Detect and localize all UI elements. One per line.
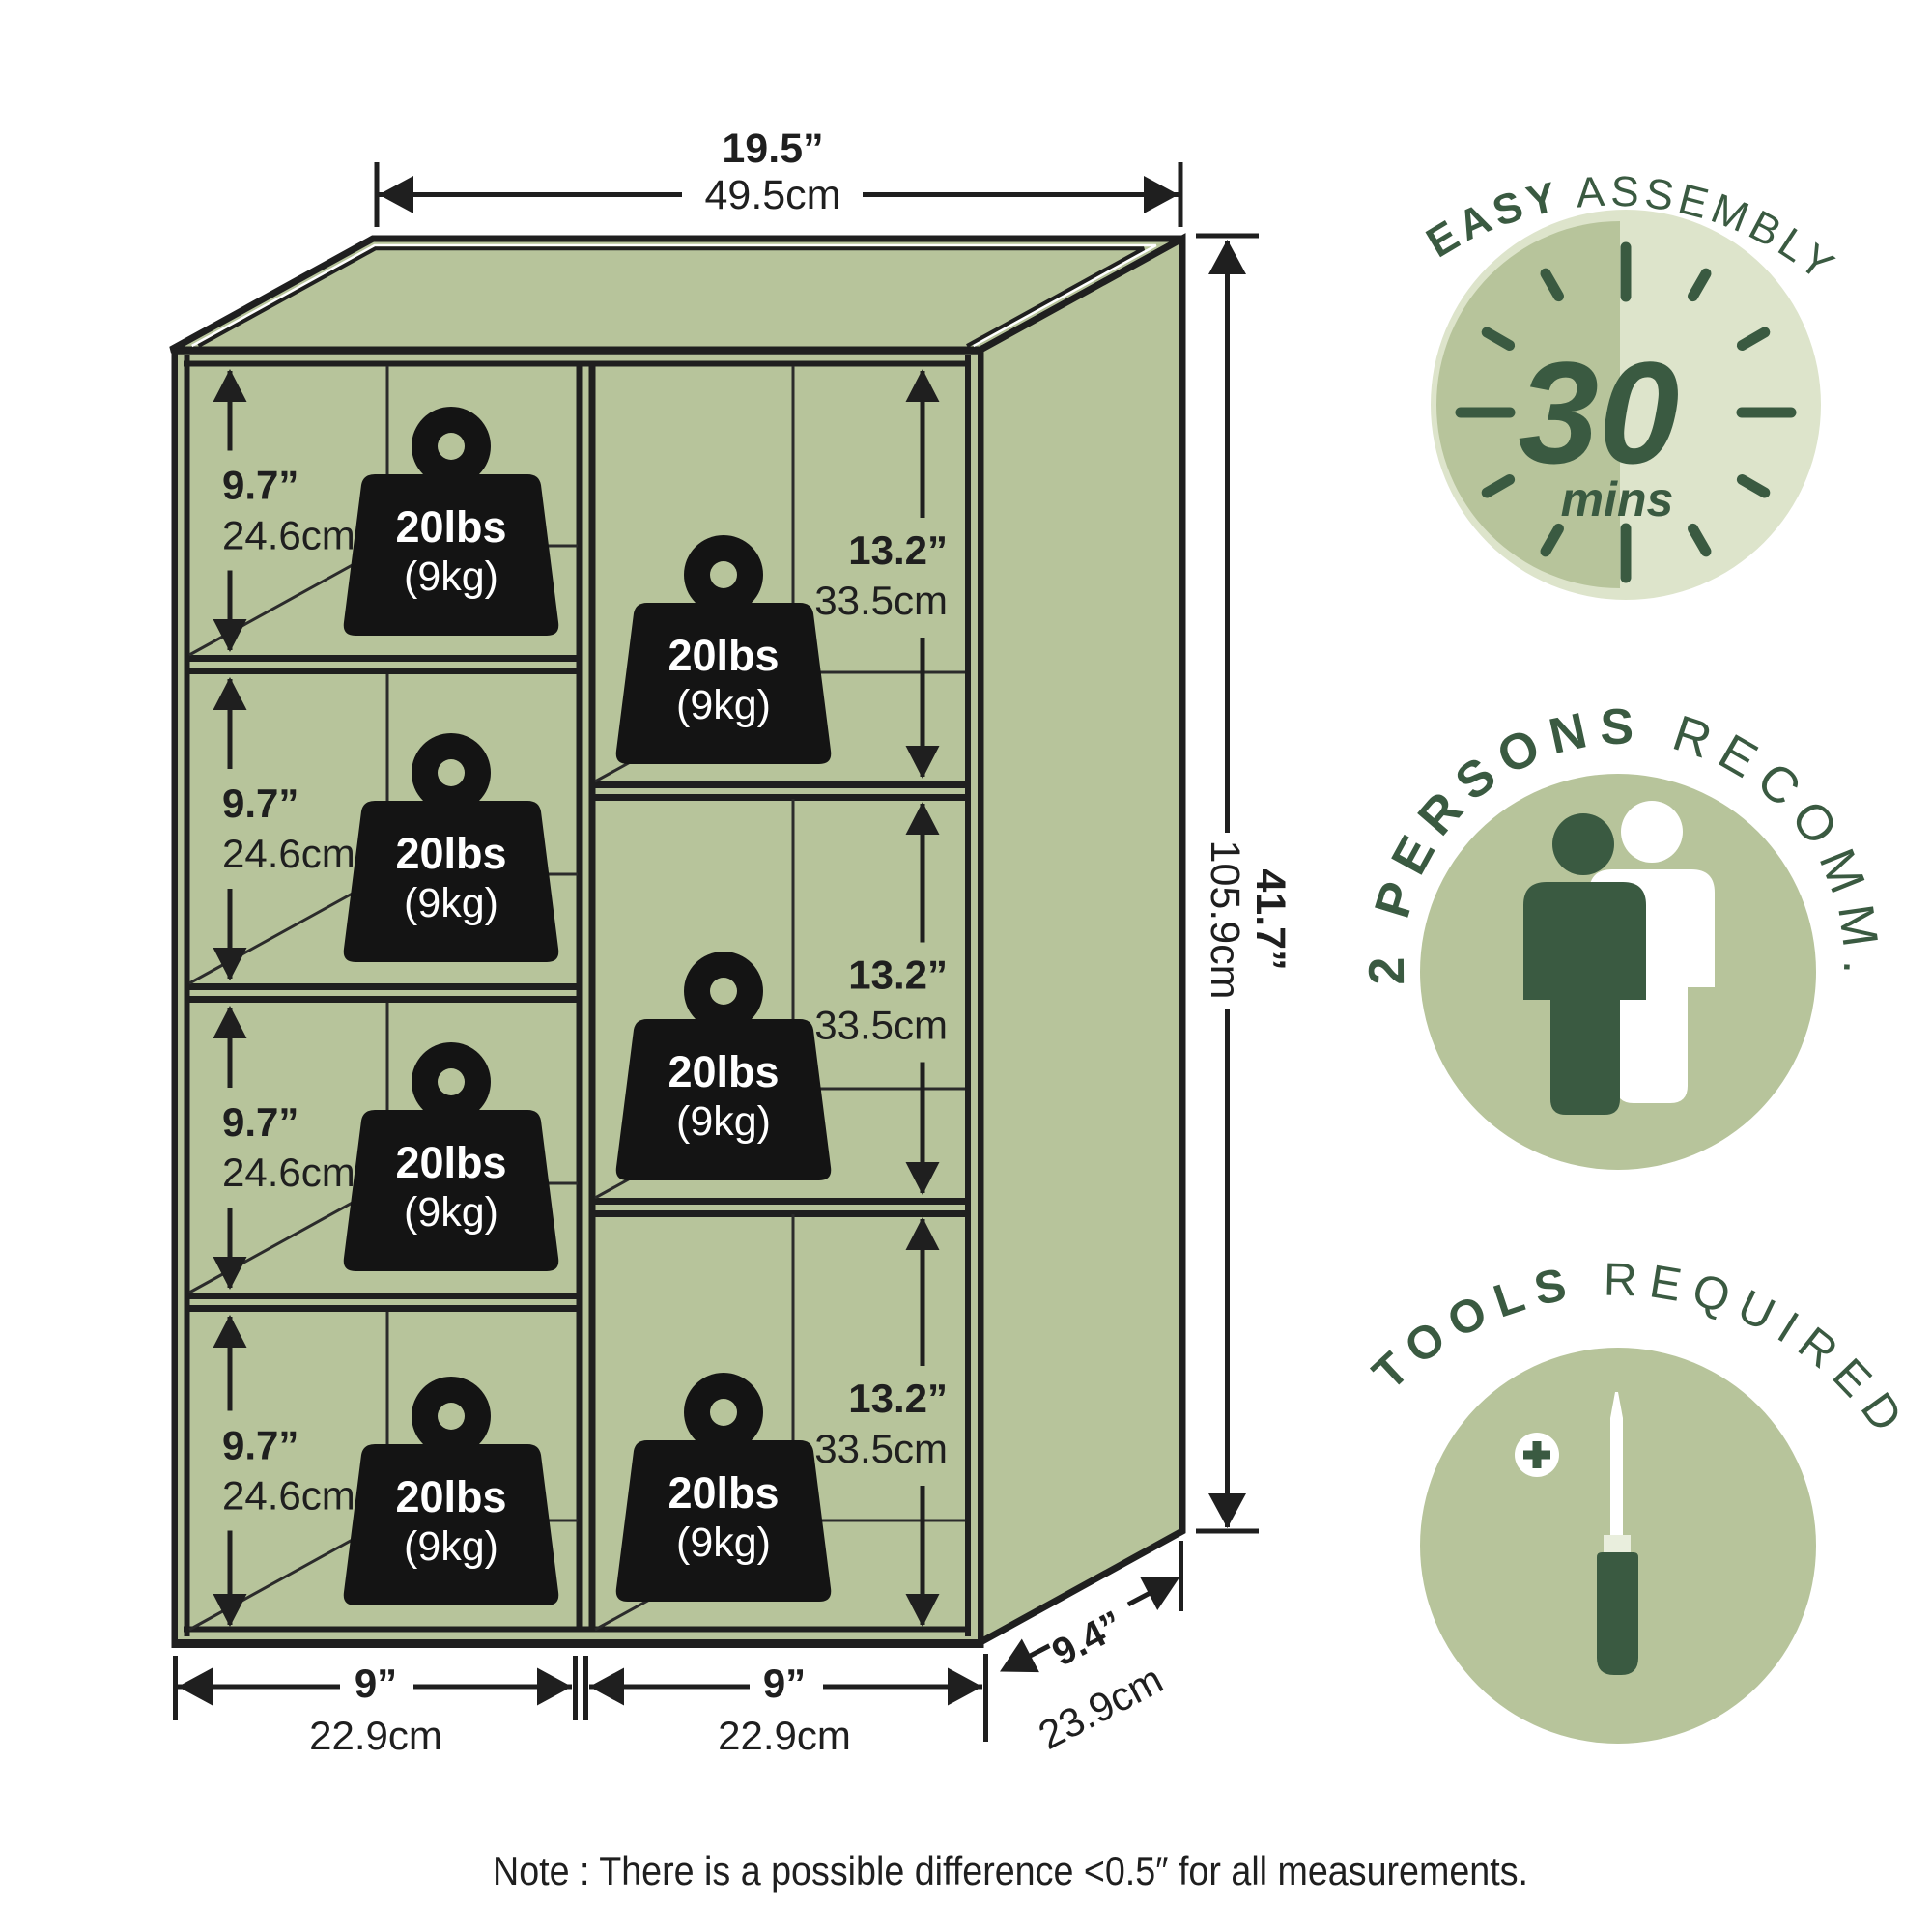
svg-text:22.9cm: 22.9cm xyxy=(309,1713,442,1758)
svg-text:24.6cm: 24.6cm xyxy=(222,1150,355,1195)
svg-text:22.9cm: 22.9cm xyxy=(718,1713,851,1758)
svg-text:24.6cm: 24.6cm xyxy=(222,1473,355,1519)
svg-text:33.5cm: 33.5cm xyxy=(814,1426,948,1471)
svg-text:30: 30 xyxy=(1519,331,1680,494)
svg-text:13.2”: 13.2” xyxy=(848,1376,948,1421)
svg-text:33.5cm: 33.5cm xyxy=(814,1003,948,1048)
svg-text:49.5cm: 49.5cm xyxy=(704,172,840,218)
svg-text:105.9cm: 105.9cm xyxy=(1202,840,1248,1000)
svg-text:24.6cm: 24.6cm xyxy=(222,513,355,558)
svg-text:mins: mins xyxy=(1561,472,1674,526)
svg-text:13.2”: 13.2” xyxy=(848,952,948,998)
svg-text:13.2”: 13.2” xyxy=(848,527,948,573)
svg-text:33.5cm: 33.5cm xyxy=(814,578,948,623)
svg-text:9.7”: 9.7” xyxy=(222,781,298,826)
svg-text:9”: 9” xyxy=(355,1661,397,1706)
svg-text:24.6cm: 24.6cm xyxy=(222,831,355,876)
svg-text:9.7”: 9.7” xyxy=(222,1099,298,1145)
svg-text:9.7”: 9.7” xyxy=(222,1423,298,1468)
svg-text:41.7”: 41.7” xyxy=(1247,868,1293,970)
svg-text:19.5”: 19.5” xyxy=(722,126,823,172)
svg-text:9.7”: 9.7” xyxy=(222,463,298,508)
svg-text:9”: 9” xyxy=(763,1661,806,1706)
svg-text:Note : There is a possible dif: Note : There is a possible difference <0… xyxy=(493,1848,1528,1893)
